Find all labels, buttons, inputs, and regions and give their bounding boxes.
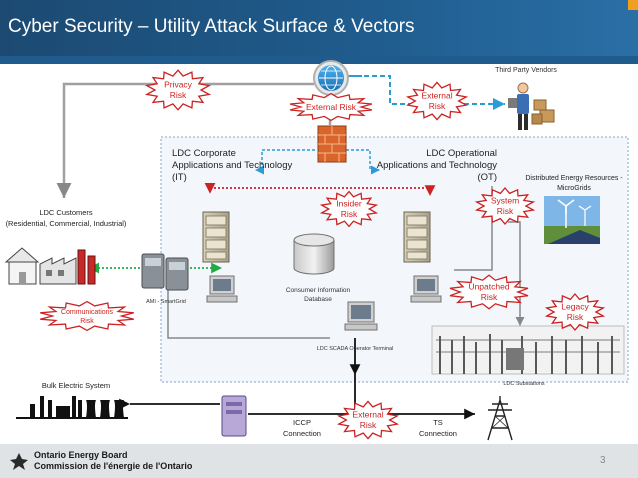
factory-icon — [39, 249, 96, 285]
vendor-dashed-link — [348, 75, 505, 110]
ami-smartgrid-label: AMI - SmartGrid — [146, 299, 186, 305]
legacy-risk-burst-text-1: Legacy — [561, 302, 589, 312]
ts-label-line2: Connection — [419, 429, 457, 438]
firewall-to-ot-link — [346, 149, 380, 175]
title-bar — [0, 0, 638, 64]
firewall-to-it-link — [255, 149, 315, 175]
iccp-label-line1: ICCP — [293, 418, 311, 427]
ot-server-icon — [403, 211, 431, 263]
communications-risk-burst-text-1: Communications — [61, 309, 114, 316]
third-party-vendors-label: Third Party Vendors — [495, 67, 557, 74]
control-server-icon — [221, 395, 247, 437]
ldc-corporate-line1: LDC Corporate — [172, 148, 236, 159]
privacy-risk-burst-text-2: Risk — [170, 90, 187, 100]
external-risk-vendor-burst-text-2: Risk — [429, 101, 446, 111]
unpatched-risk-burst-text-2: Risk — [481, 292, 498, 302]
unpatched-risk-burst-text-1: Unpatched — [468, 282, 509, 292]
substations-label: LDC Substations — [503, 381, 545, 387]
it-server-icon — [202, 211, 230, 263]
bulk-electric-label: Bulk Electric System — [42, 381, 110, 390]
system-risk-burst-text-2: Risk — [497, 206, 514, 216]
house-icon — [4, 247, 40, 285]
insider-risk-burst-text-2: Risk — [341, 209, 358, 219]
title-corner-accent — [628, 0, 638, 10]
ldc-corporate-line3: (IT) — [172, 172, 187, 183]
customers-label-line2: (Residential, Commercial, Industrial) — [6, 219, 127, 228]
transmission-tower-icon — [487, 396, 513, 441]
iccp-label-line2: Connection — [283, 429, 321, 438]
scada-terminal-label: LDC SCADA Operator Terminal — [317, 346, 394, 352]
globe-icon — [313, 60, 349, 96]
external-risk-top-burst: External Risk — [289, 92, 373, 122]
ts-label-line1: TS — [433, 418, 443, 427]
title-rule — [0, 56, 638, 64]
insider-dotted-link — [204, 183, 436, 196]
external-risk-bottom-burst-text-1: External — [352, 410, 383, 420]
meter-icon — [141, 253, 189, 291]
ldc-operational-line2: Applications and Technology — [377, 160, 497, 171]
system-risk-burst-text-1: System — [491, 196, 519, 206]
meter-to-scada-line — [167, 290, 330, 339]
page-number: 3 — [600, 455, 606, 466]
vendor-person-icon — [508, 82, 555, 130]
consumer-db-label-line1: Consumer Information — [286, 287, 351, 294]
internet-to-customers-line — [56, 82, 314, 198]
firewall-icon — [317, 125, 347, 163]
oeb-trillium-logo — [10, 453, 28, 470]
power-plant-icon — [16, 396, 128, 419]
ldc-corporate-line2: Applications and Technology — [172, 160, 292, 171]
footer-org: Ontario Energy Board Commission de l'éne… — [34, 450, 192, 472]
it-workstation-icon — [206, 275, 238, 303]
substation-icon — [431, 325, 625, 375]
der-label-line1: Distributed Energy Resources - — [525, 175, 623, 182]
consumer-db-label-line2: Database — [304, 296, 332, 303]
solar-wind-icon — [544, 196, 600, 244]
scada-workstation-icon — [344, 301, 378, 331]
communications-risk-burst-text-2: Risk — [80, 318, 94, 325]
der-label-line2: MicroGrids — [557, 185, 591, 192]
legacy-risk-burst-text-2: Risk — [567, 312, 584, 322]
external-risk-bottom-burst-text-2: Risk — [360, 420, 377, 430]
insider-risk-burst-text-1: Insider — [336, 199, 362, 209]
external-risk-top-burst-text-1: External Risk — [306, 102, 357, 112]
ot-workstation-icon — [410, 275, 442, 303]
external-risk-vendor-burst-text-1: External — [421, 91, 452, 101]
footer-org-en: Ontario Energy Board — [34, 450, 128, 460]
ldc-operational-line3: (OT) — [477, 172, 497, 183]
database-icon — [293, 233, 335, 275]
slide-title: Cyber Security – Utility Attack Surface … — [8, 16, 415, 37]
footer-bar — [0, 444, 638, 478]
ldc-operational-line1: LDC Operational — [426, 148, 497, 159]
customers-label-line1: LDC Customers — [39, 208, 93, 217]
privacy-risk-burst-text-1: Privacy — [164, 80, 193, 90]
footer-org-fr: Commission de l'énergie de l'Ontario — [34, 461, 193, 471]
